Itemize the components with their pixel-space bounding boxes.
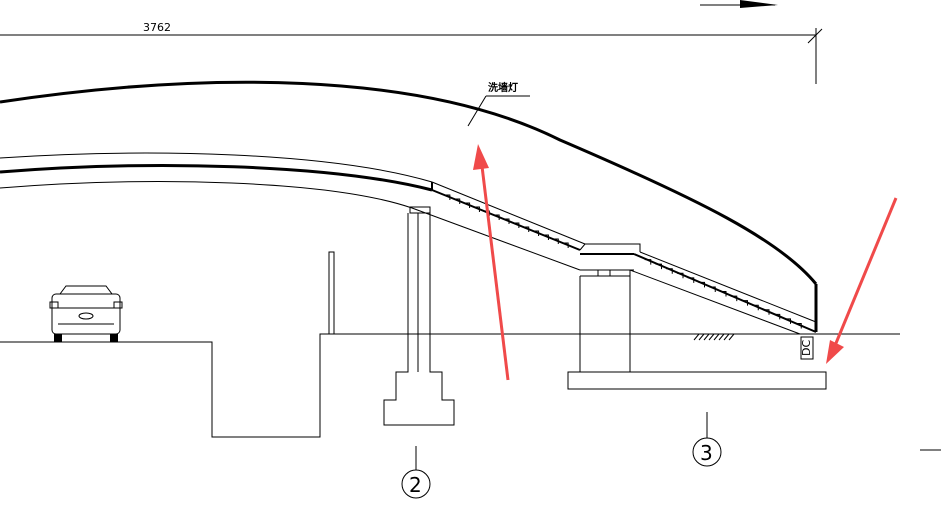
stair-step <box>473 206 480 212</box>
stair-step <box>453 198 461 204</box>
stair-step <box>503 218 510 224</box>
ground-profile <box>0 333 941 451</box>
stair-step <box>493 214 500 220</box>
dc-label: DC <box>800 340 813 356</box>
stair-landing <box>579 243 641 271</box>
ground-hatch <box>723 333 730 341</box>
stair-step <box>720 291 727 297</box>
stair-step <box>542 234 549 240</box>
stair-step <box>666 268 673 274</box>
stair-upper <box>411 181 586 271</box>
stair-step <box>709 286 716 292</box>
stair-step <box>687 277 695 283</box>
svg-text:2: 2 <box>409 473 422 497</box>
stair-step <box>784 318 791 324</box>
highlight-arrow-2 <box>826 197 898 364</box>
ground-hatch <box>713 333 720 341</box>
car-icon <box>49 285 123 342</box>
canopy-arch <box>0 80 818 285</box>
stair-step <box>752 304 759 311</box>
bridge-deck <box>0 152 433 209</box>
ground-hatch <box>703 333 710 341</box>
highlight-arrow-1 <box>473 144 510 381</box>
stair-step <box>443 194 451 200</box>
stair-step <box>532 230 540 236</box>
stair-step <box>677 272 684 279</box>
stair-step <box>763 309 770 315</box>
stair-step <box>795 322 802 329</box>
stair-step <box>730 295 738 302</box>
stair-steps-upper <box>443 194 569 248</box>
stair-step <box>773 313 781 320</box>
stair-step <box>698 281 705 288</box>
dc-box: DC <box>800 336 814 360</box>
stair-step <box>512 222 520 228</box>
stair-step <box>522 226 530 232</box>
dimension-text: 3762 <box>143 21 171 34</box>
ground-hatch <box>708 333 715 341</box>
ground-hatch <box>718 333 725 341</box>
ground-hatch <box>693 333 700 341</box>
stair-step <box>463 202 471 208</box>
axis-marker-3: 3 <box>692 412 722 467</box>
svg-text:3: 3 <box>700 441 713 465</box>
stair-step <box>741 300 748 306</box>
ground-hatch <box>728 333 735 341</box>
light-pole <box>328 251 335 335</box>
stair-step <box>552 238 559 244</box>
dimension-line: 3762 <box>0 21 823 84</box>
stair-steps-lower <box>644 259 802 329</box>
direction-arrow <box>700 0 778 8</box>
stair-step <box>644 259 652 265</box>
stair-step <box>562 242 569 248</box>
light-annotation: 洗墙灯 <box>467 81 530 127</box>
pier-3 <box>567 269 827 390</box>
pier-2 <box>383 206 455 426</box>
ground-hatch <box>698 333 705 341</box>
axis-marker-2: 2 <box>401 446 431 499</box>
wall-wash-light-label: 洗墙灯 <box>488 81 518 94</box>
stair-step <box>655 263 662 270</box>
